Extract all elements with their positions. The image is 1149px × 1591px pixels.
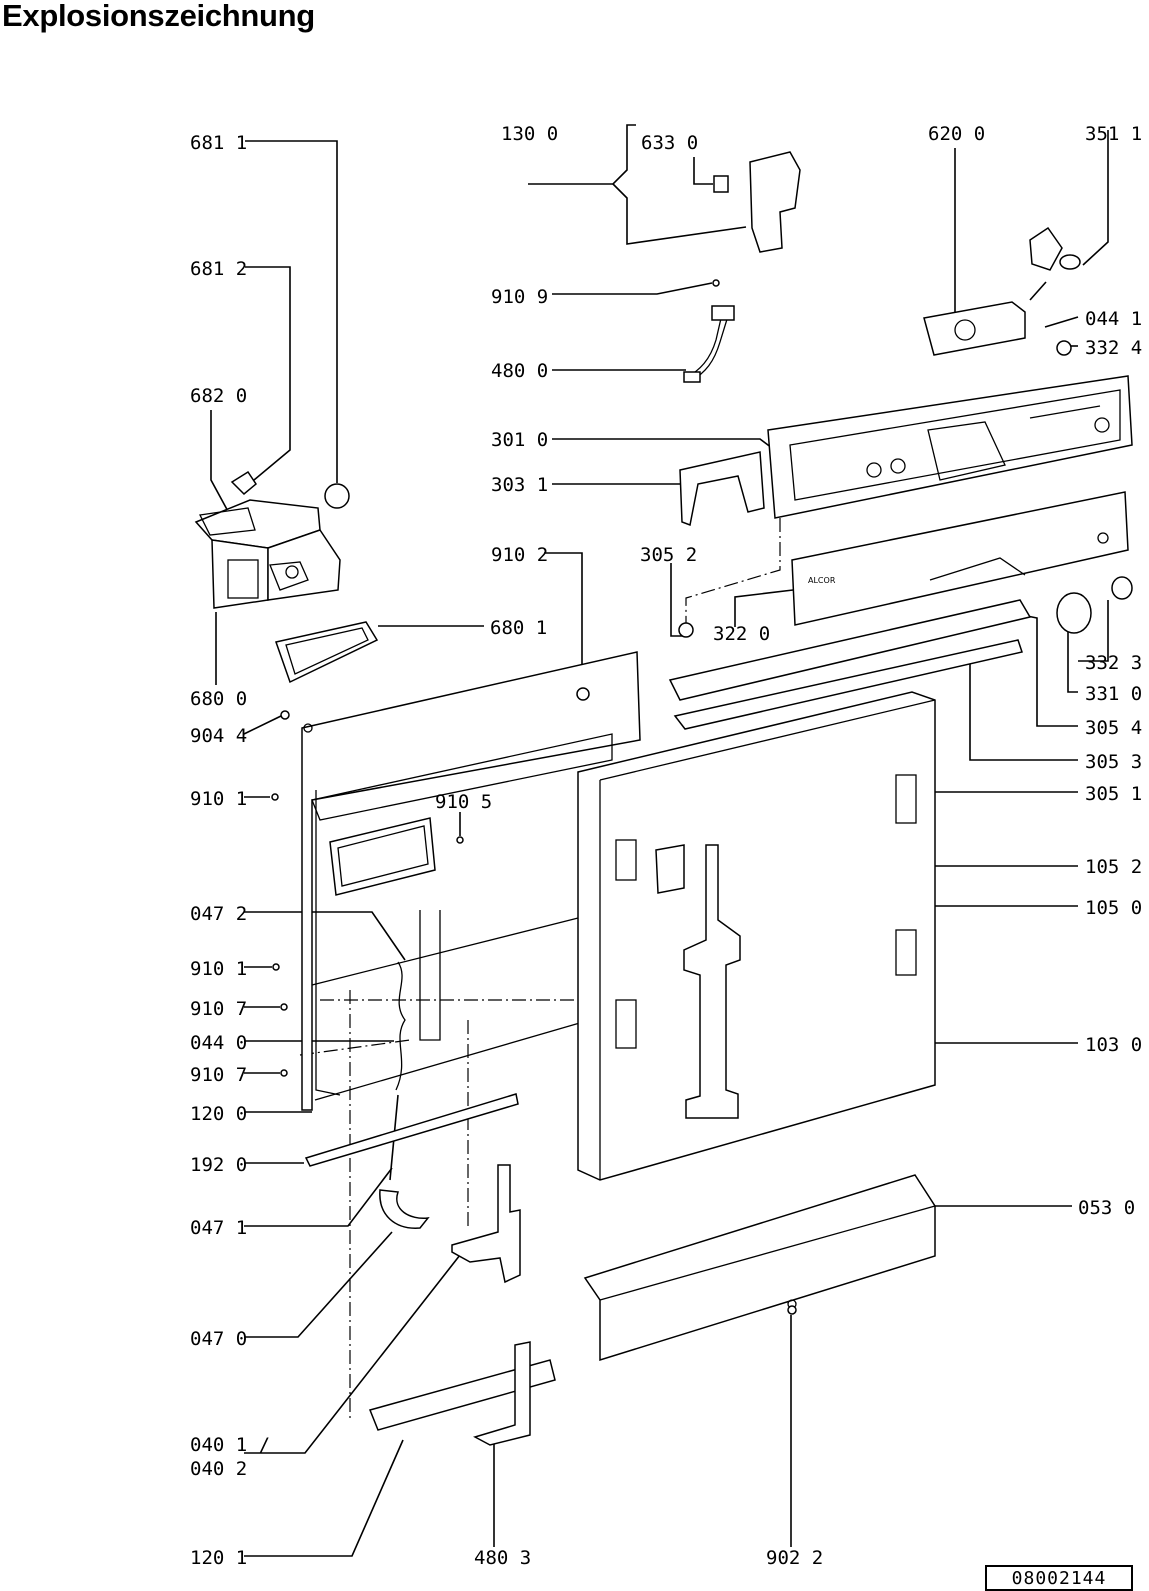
outer-door-panel: [577, 691, 936, 1181]
callout-040-1: 040 1 /: [190, 1434, 270, 1456]
screws: [271, 710, 797, 1315]
programmer-module: [923, 226, 1081, 356]
callout-053-0: 053 0: [1078, 1197, 1135, 1219]
callout-120-0: 120 0: [190, 1103, 247, 1125]
door-spring: [379, 961, 430, 1229]
knobs: [1056, 576, 1133, 634]
callout-305-4: 305 4: [1085, 717, 1142, 739]
callout-047-0: 047 0: [190, 1328, 247, 1350]
door-switch: [713, 151, 801, 253]
callout-103-0: 103 0: [1085, 1034, 1142, 1056]
callout-305-1: 305 1: [1085, 783, 1142, 805]
callout-910-2: 910 2: [491, 544, 548, 566]
panel-cover: [679, 451, 765, 527]
callout-105-2: 105 2: [1085, 856, 1142, 878]
callout-130-0: 130 0: [501, 123, 558, 145]
callout-044-0: 044 0: [190, 1032, 247, 1054]
callout-305-2: 305 2: [640, 544, 697, 566]
callout-480-0: 480 0: [491, 360, 548, 382]
callout-047-1: 047 1: [190, 1217, 247, 1239]
hinge-bracket: [451, 1164, 521, 1284]
callout-680-1: 680 1: [490, 617, 547, 639]
bottom-trim: [368, 1341, 556, 1446]
callout-682-0: 682 0: [190, 385, 247, 407]
callout-044-1: 044 1: [1085, 308, 1142, 330]
fascia-panel: ALCOR: [791, 491, 1129, 626]
callout-322-0: 322 0: [713, 623, 770, 645]
document-number: 08002144: [1011, 1568, 1107, 1589]
callout-047-2: 047 2: [190, 903, 247, 925]
dispenser-seal: [275, 621, 379, 684]
callout-910-5: 910 5: [435, 791, 492, 813]
callout-305-3: 305 3: [1085, 751, 1142, 773]
callout-480-3: 480 3: [474, 1547, 531, 1569]
callout-040-2: 040 2: [190, 1458, 247, 1480]
callout-332-3: 332 3: [1085, 652, 1142, 674]
callout-680-0: 680 0: [190, 688, 247, 710]
inner-door-frame: [301, 651, 641, 1111]
page-title: Explosionszeichnung: [2, 0, 315, 33]
callout-351-1: 351 1: [1085, 123, 1142, 145]
callout-910-7-a: 910 7: [190, 998, 247, 1020]
document-number-box: 08002144: [985, 1565, 1133, 1591]
callout-902-2: 902 2: [766, 1547, 823, 1569]
callout-910-1-b: 910 1: [190, 958, 247, 980]
lower-rail: [304, 1093, 519, 1167]
callout-620-0: 620 0: [928, 123, 985, 145]
callout-labels: 681 1 681 2 682 0 680 0 680 1 904 4 910 …: [190, 123, 1142, 1569]
callout-120-1: 120 1: [190, 1547, 247, 1569]
trim-strips: [668, 599, 1032, 730]
brand-label: ALCOR: [808, 576, 836, 585]
callout-681-1: 681 1: [190, 132, 247, 154]
callout-910-1-a: 910 1: [190, 788, 247, 810]
kickplate: [583, 1174, 936, 1362]
callout-332-4: 332 4: [1085, 337, 1142, 359]
callout-910-7-b: 910 7: [190, 1064, 247, 1086]
callout-331-0: 331 0: [1085, 683, 1142, 705]
callout-301-0: 301 0: [491, 429, 548, 451]
control-panel: [767, 375, 1133, 519]
callout-633-0: 633 0: [641, 132, 698, 154]
wire-harness: [683, 279, 735, 383]
callout-904-4: 904 4: [190, 725, 247, 747]
callout-105-0: 105 0: [1085, 897, 1142, 919]
callout-681-2: 681 2: [190, 258, 247, 280]
detergent-dispenser: [194, 470, 350, 609]
callout-910-9: 910 9: [491, 286, 548, 308]
callout-192-0: 192 0: [190, 1154, 247, 1176]
callout-303-1: 303 1: [491, 474, 548, 496]
